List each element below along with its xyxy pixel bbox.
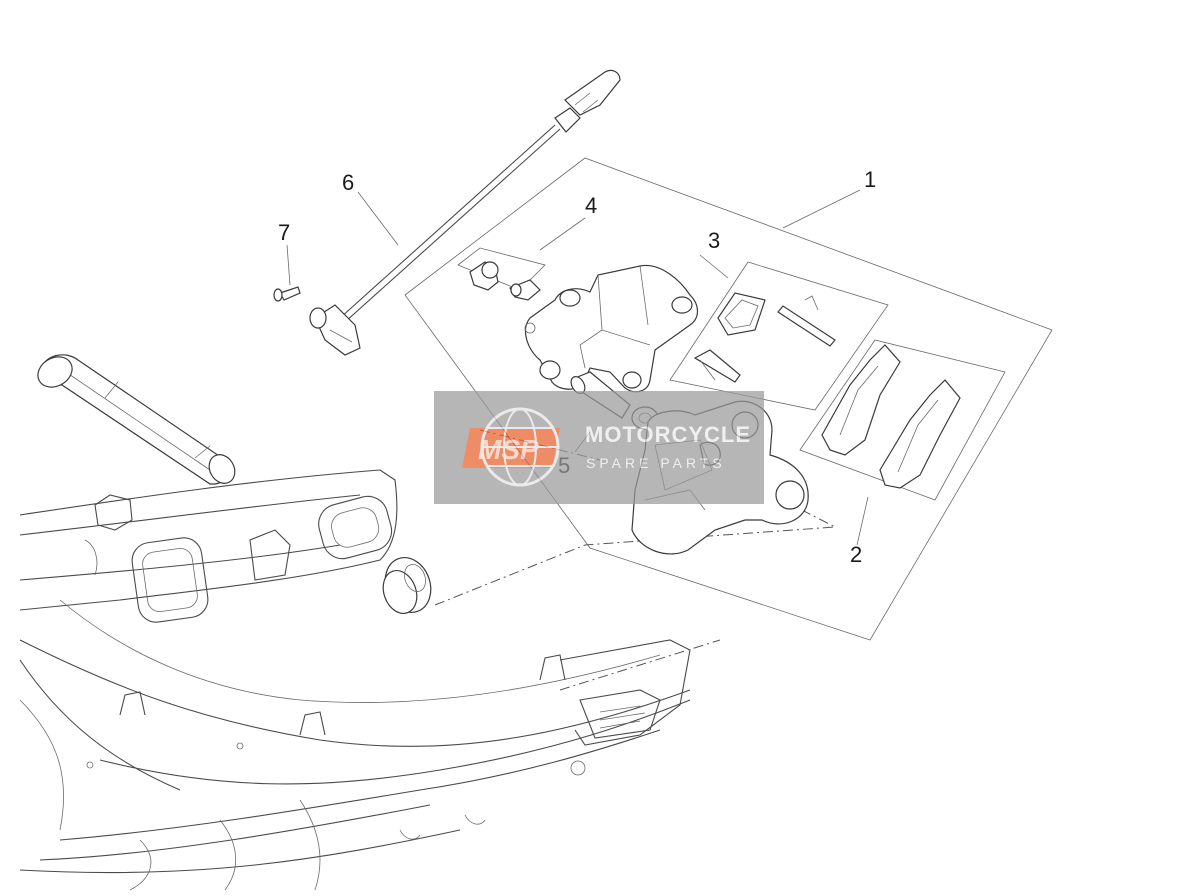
callout-1: 1 xyxy=(864,167,876,192)
callout-2: 2 xyxy=(850,542,862,567)
globe-icon xyxy=(480,407,560,487)
wheel-axle xyxy=(37,354,236,485)
callout-4: 4 xyxy=(585,193,597,218)
pad-hardware-3 xyxy=(693,292,836,383)
callout-leaders xyxy=(286,189,869,546)
spacer-bushing xyxy=(382,557,432,614)
watermark-line2: SPARE PARTS xyxy=(586,455,726,471)
assembly-outline-1 xyxy=(404,157,1053,641)
watermark-logo: MSP xyxy=(478,434,539,465)
callout-3: 3 xyxy=(708,228,720,253)
speed-sensor-cable xyxy=(309,69,621,356)
screw-7 xyxy=(273,286,301,302)
brake-caliper xyxy=(524,264,699,393)
assembly-outline-3 xyxy=(669,261,889,411)
watermark: MSP MOTORCYCLE SPARE PARTS xyxy=(434,391,764,504)
assembly-outline-4 xyxy=(457,247,546,291)
callout-7: 7 xyxy=(278,220,290,245)
callout-6: 6 xyxy=(342,170,354,195)
watermark-line1: MOTORCYCLE xyxy=(585,422,751,447)
bleeder-valves-4 xyxy=(469,261,541,301)
brake-pads-2 xyxy=(821,344,961,489)
swingarm-frame xyxy=(19,469,691,891)
